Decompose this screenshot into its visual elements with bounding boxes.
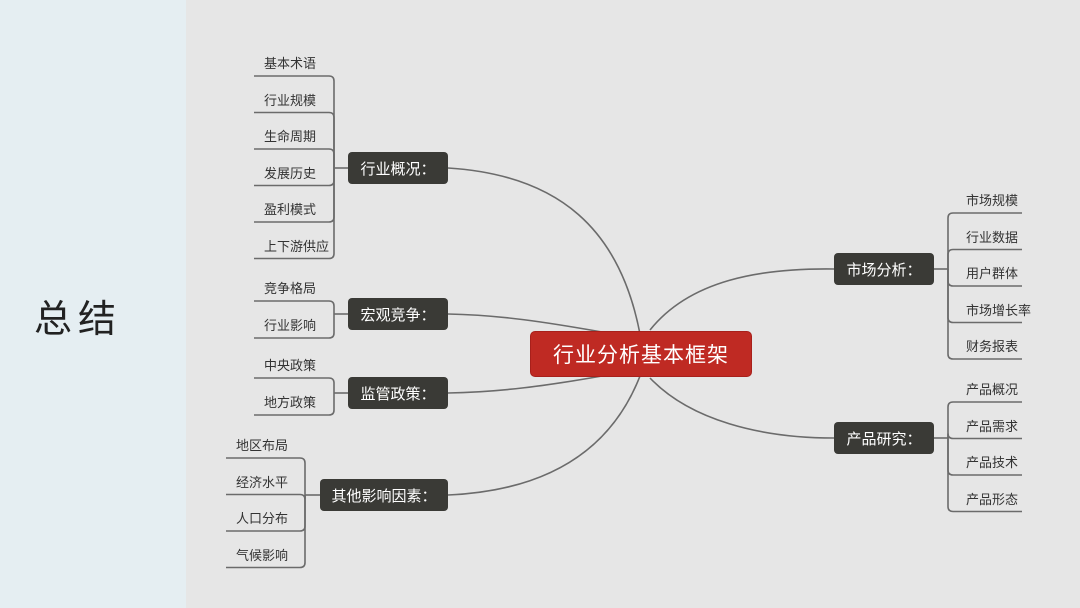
center-node: 行业分析基本框架	[531, 332, 751, 376]
leaf-other-factors-3: 人口分布	[236, 512, 289, 527]
connector-product-research	[649, 377, 835, 439]
leaf-connector-product-research-1	[947, 401, 1022, 438]
leaf-market-analysis-4: 市场增长率	[966, 303, 1032, 319]
leaf-regulatory-policy-1: 中央政策	[264, 359, 317, 374]
leaf-market-analysis-5: 财务报表	[966, 340, 1019, 355]
connector-regulatory-policy	[447, 375, 603, 394]
branch-product-research: 产品研究：	[834, 422, 934, 454]
slide-title-panel: 总结	[0, 0, 186, 608]
connector-market-analysis	[649, 268, 835, 331]
leaf-other-factors-2: 经济水平	[236, 475, 289, 491]
leaf-connector-other-factors-1	[226, 457, 306, 495]
leaf-connector-industry-overview-3	[254, 148, 335, 168]
leaf-industry-overview-2: 行业规模	[264, 93, 317, 109]
leaf-industry-overview-5: 盈利模式	[264, 203, 317, 218]
leaf-connector-market-analysis-5	[947, 269, 1022, 360]
leaf-connector-product-research-2	[947, 433, 1022, 440]
leaf-connector-macro-competition-1	[254, 300, 335, 314]
branch-macro-competition: 宏观竞争：	[348, 298, 448, 330]
leaf-connector-macro-competition-2	[254, 314, 335, 339]
leaf-product-research-4: 产品形态	[966, 492, 1019, 508]
leaf-macro-competition-1: 竞争格局	[264, 282, 317, 297]
branch-market-analysis: 市场分析：	[834, 253, 934, 285]
leaf-product-research-1: 产品概况	[966, 383, 1019, 398]
leaf-industry-overview-4: 发展历史	[264, 166, 317, 182]
leaf-market-analysis-2: 行业数据	[966, 230, 1019, 246]
connector-other-factors	[447, 375, 641, 496]
branch-regulatory-policy: 监管政策：	[348, 377, 448, 409]
leaf-connector-industry-overview-6	[254, 168, 335, 260]
connector-macro-competition	[447, 313, 603, 333]
leaf-industry-overview-3: 生命周期	[264, 130, 317, 145]
leaf-product-research-2: 产品需求	[966, 419, 1019, 435]
leaf-other-factors-4: 气候影响	[236, 548, 289, 564]
leaf-connector-industry-overview-2	[254, 111, 335, 168]
leaf-connector-other-factors-4	[226, 495, 306, 569]
leaf-market-analysis-3: 用户群体	[966, 267, 1019, 282]
branch-other-factors: 其他影响因素：	[320, 479, 448, 511]
leaf-market-analysis-1: 市场规模	[966, 194, 1019, 209]
leaf-product-research-3: 产品技术	[966, 456, 1019, 471]
connector-industry-overview	[447, 167, 641, 335]
leaf-macro-competition-2: 行业影响	[264, 319, 317, 334]
leaf-connector-industry-overview-1	[254, 75, 335, 168]
leaf-other-factors-1: 地区布局	[236, 439, 289, 454]
leaf-connector-other-factors-2	[226, 493, 306, 500]
slide-title: 总结	[34, 297, 123, 341]
leaf-connector-product-research-4	[947, 438, 1022, 513]
leaf-connector-market-analysis-2	[947, 248, 1022, 269]
leaf-industry-overview-6: 上下游供应	[264, 239, 330, 255]
branch-industry-overview: 行业概况：	[348, 152, 448, 184]
leaf-connector-regulatory-policy-1	[254, 377, 335, 393]
leaf-industry-overview-1: 基本术语	[264, 57, 317, 72]
leaf-connector-regulatory-policy-2	[254, 393, 335, 416]
leaf-connector-market-analysis-1	[947, 212, 1022, 269]
leaf-regulatory-policy-2: 地方政策	[264, 396, 317, 411]
